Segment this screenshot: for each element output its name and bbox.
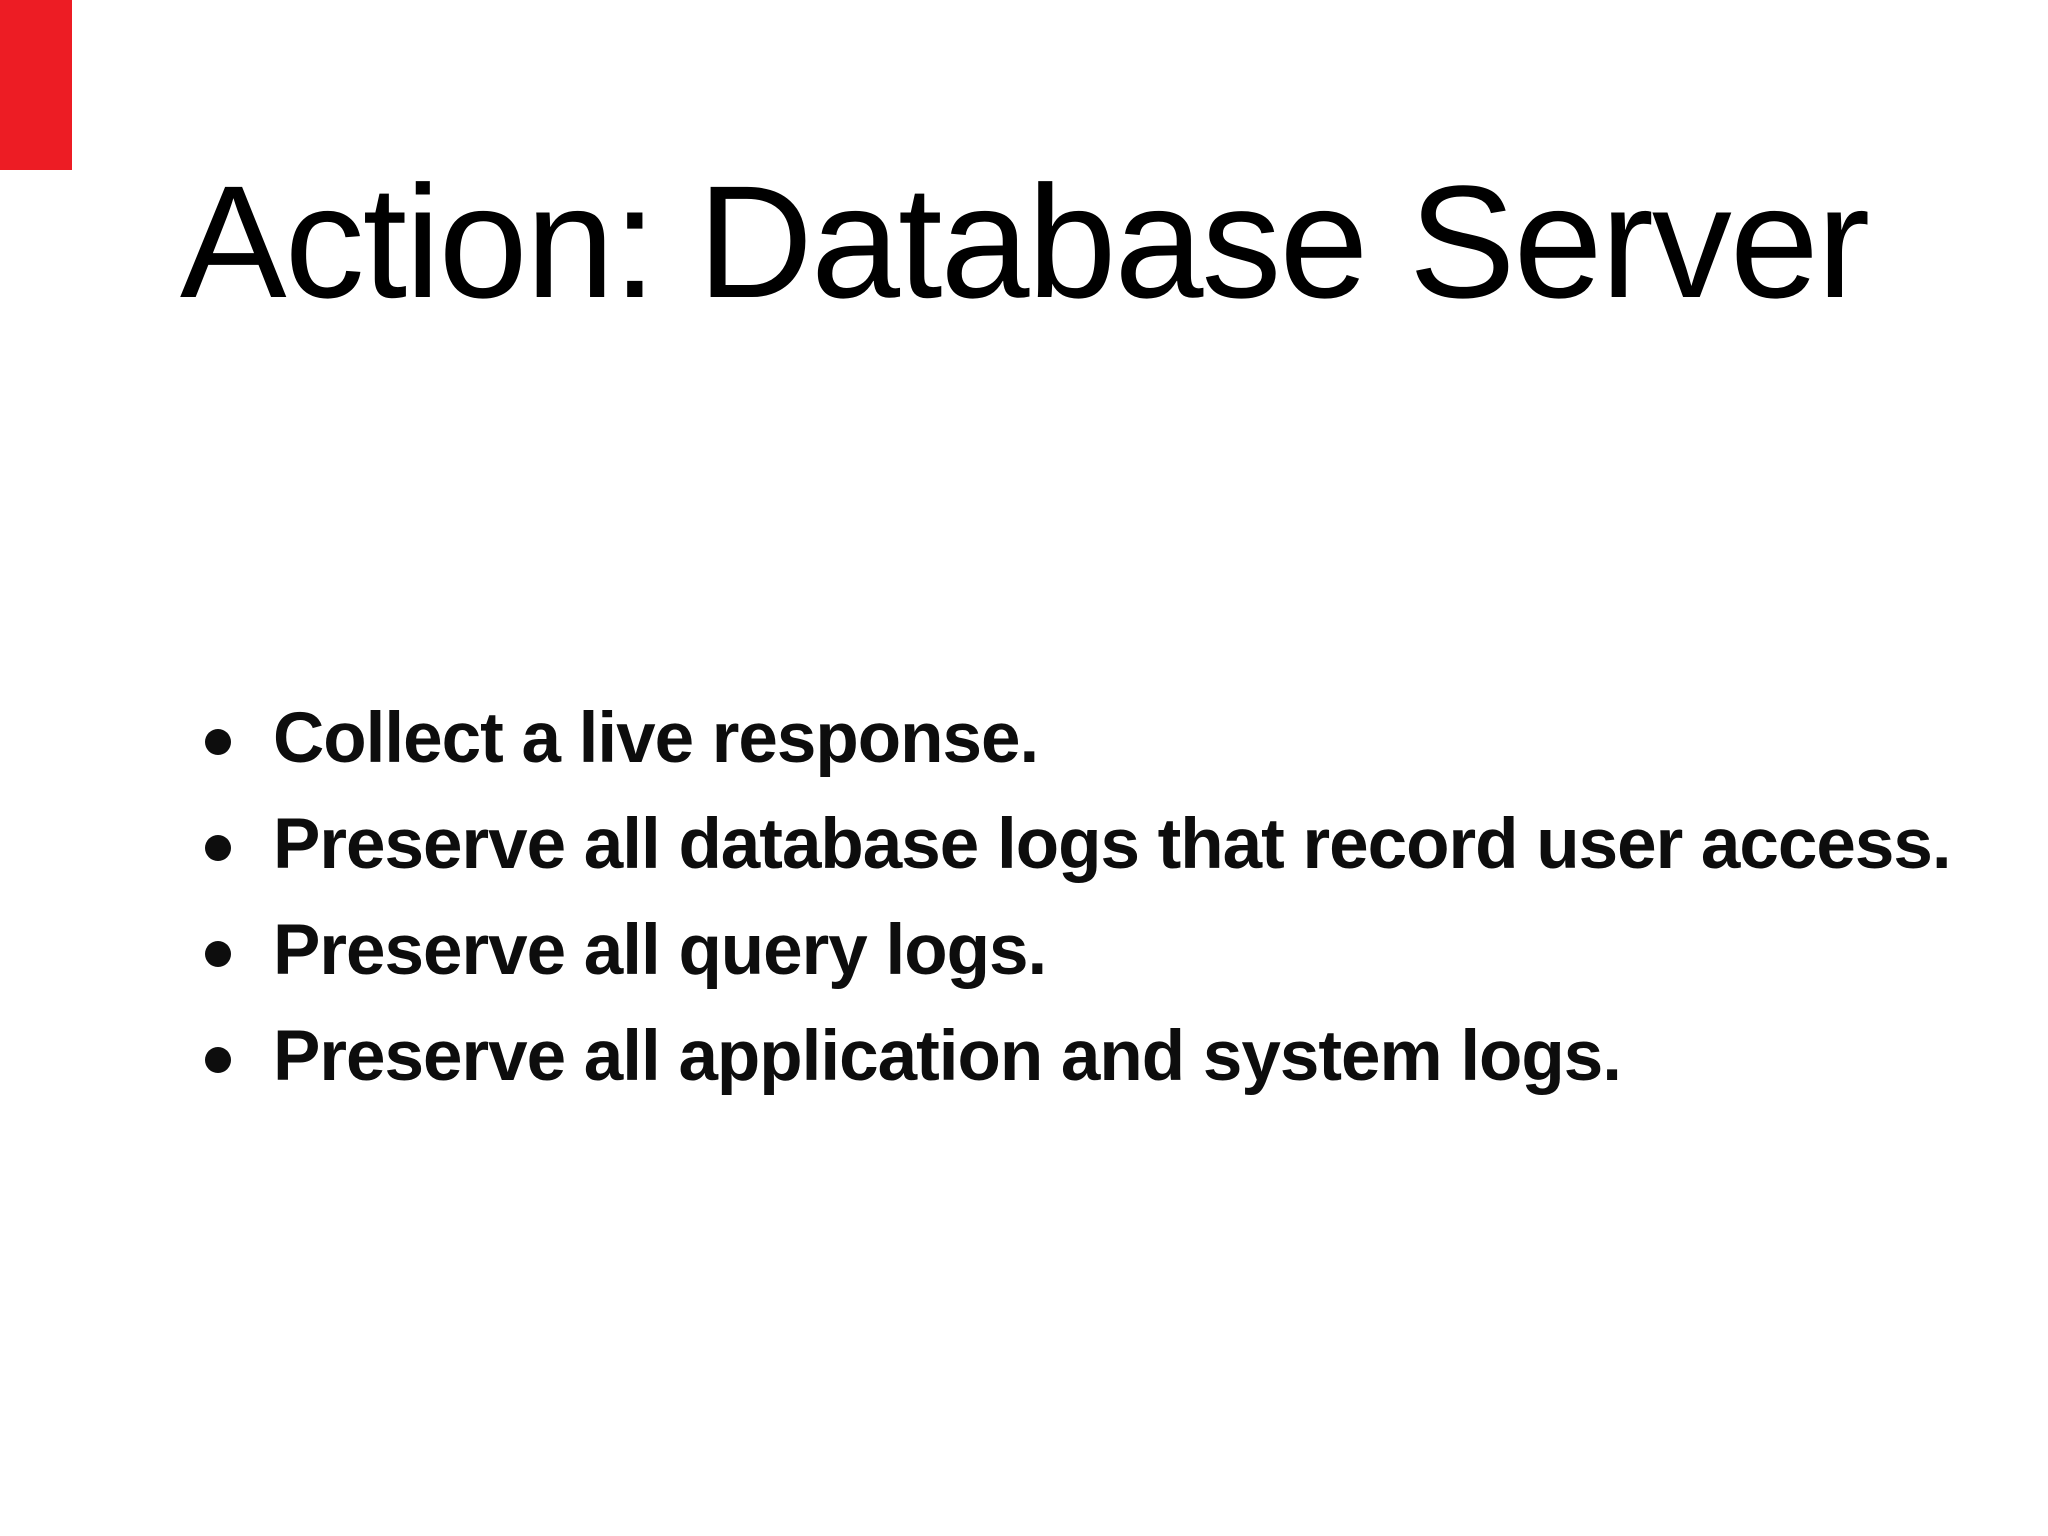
- bullet-item: Preserve all application and system logs…: [205, 1004, 1951, 1110]
- bullet-dot-icon: [205, 941, 231, 967]
- bullet-item: Collect a live response.: [205, 686, 1951, 792]
- bullet-dot-icon: [205, 835, 231, 861]
- bullet-text: Preserve all application and system logs…: [273, 1017, 1622, 1096]
- bullet-dot-icon: [205, 1047, 231, 1073]
- bullet-item: Preserve all query logs.: [205, 898, 1951, 1004]
- bullet-text: Collect a live response.: [273, 699, 1039, 778]
- slide-title: Action: Database Server: [179, 152, 1870, 331]
- bullet-dot-icon: [205, 729, 231, 755]
- bullet-text: Preserve all query logs.: [273, 911, 1047, 990]
- bullet-item: Preserve all database logs that record u…: [205, 792, 1952, 898]
- bullet-text: Preserve all database logs that record u…: [273, 805, 1952, 884]
- red-corner-marker: [0, 0, 72, 170]
- bullet-list: Collect a live response. Preserve all da…: [205, 686, 1952, 1110]
